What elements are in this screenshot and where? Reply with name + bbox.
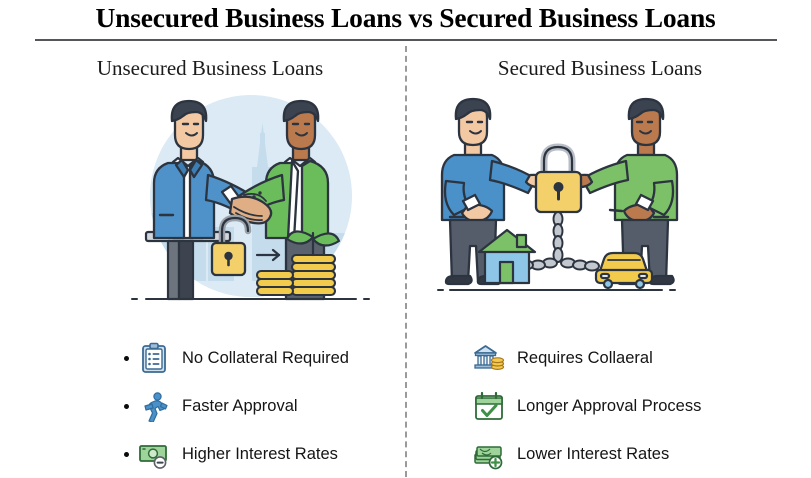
title-divider-rule [35, 39, 777, 41]
column-divider [405, 46, 407, 477]
calendar-check-icon [471, 388, 507, 424]
unsecured-loan-illustration [120, 95, 382, 312]
bullet-point-icon [120, 451, 132, 457]
bullet-point-icon [120, 355, 132, 361]
page-title: Unsecured Business Loans vs Secured Busi… [95, 2, 716, 33]
secured-loan-illustration [432, 95, 687, 312]
list-item-label: Higher Interest Rates [182, 444, 338, 463]
list-item-label: Lower Interest Rates [517, 444, 670, 463]
list-item: No Collateral Required [120, 334, 400, 382]
column-header-secured: Secured Business Loans [497, 56, 703, 80]
list-item-label: Longer Approval Process [517, 396, 702, 415]
money-stack-plus-icon [471, 436, 507, 472]
bullet-point-icon [120, 403, 132, 409]
unsecured-feature-list: No Collateral Required Faster Approval [120, 334, 400, 478]
list-item: Longer Approval Process [455, 382, 755, 430]
bank-coins-icon [471, 340, 507, 376]
list-item: Higher Interest Rates [120, 430, 400, 478]
list-item: Requires Collaeral [455, 334, 755, 382]
list-item: Lower Interest Rates [455, 430, 755, 478]
banknote-minus-icon [136, 436, 172, 472]
list-item-label: Requires Collaeral [517, 348, 653, 367]
list-item-label: Faster Approval [182, 396, 298, 415]
list-item-label: No Collateral Required [182, 348, 349, 367]
secured-feature-list: Requires Collaeral Longer Approval Proce… [455, 334, 755, 478]
column-header-unsecured: Unsecured Business Loans [96, 56, 324, 80]
running-person-icon [136, 388, 172, 424]
list-item: Faster Approval [120, 382, 400, 430]
clipboard-list-icon [136, 340, 172, 376]
